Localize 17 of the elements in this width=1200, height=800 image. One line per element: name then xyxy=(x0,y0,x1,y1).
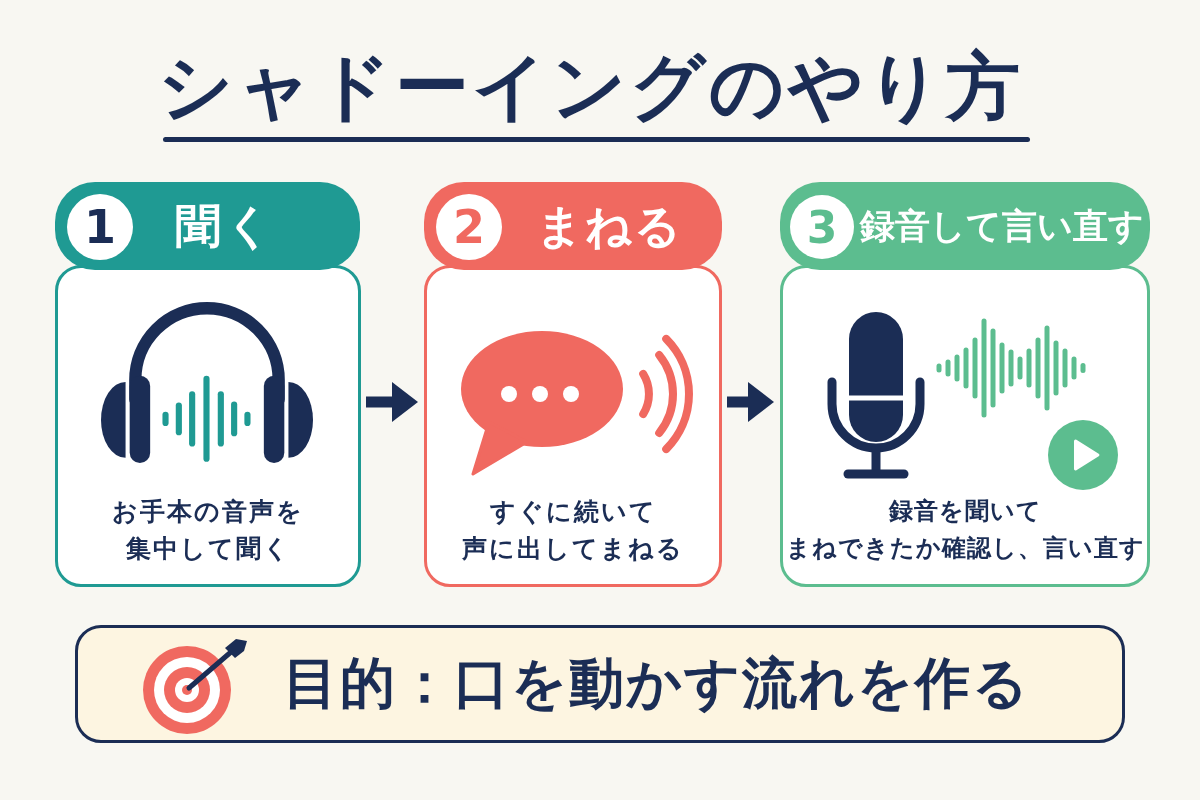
number-badge: 3 xyxy=(790,195,854,259)
number-badge: 1 xyxy=(67,194,133,260)
number-badge: 2 xyxy=(436,194,502,260)
step-description: お手本の音声を集中して聞く xyxy=(112,496,304,565)
step-description: すぐに続いて声に出してまねる xyxy=(462,496,684,565)
step-card xyxy=(780,265,1150,587)
arrow xyxy=(366,382,418,422)
step-title: 聞く xyxy=(175,199,276,253)
step-title: まねる xyxy=(536,199,683,253)
title: シャドーイングのやり方 xyxy=(157,46,1023,128)
arrow xyxy=(727,382,774,422)
goal-text: 目的：口を動かす流れを作る xyxy=(283,652,1030,716)
step-description: 録音を聞いてまねできたか確認し、言い直す xyxy=(785,496,1145,564)
step-card xyxy=(424,265,722,587)
step-card xyxy=(55,265,361,587)
goal-banner xyxy=(75,625,1125,743)
step-title: 録音して言い直す xyxy=(860,205,1144,247)
